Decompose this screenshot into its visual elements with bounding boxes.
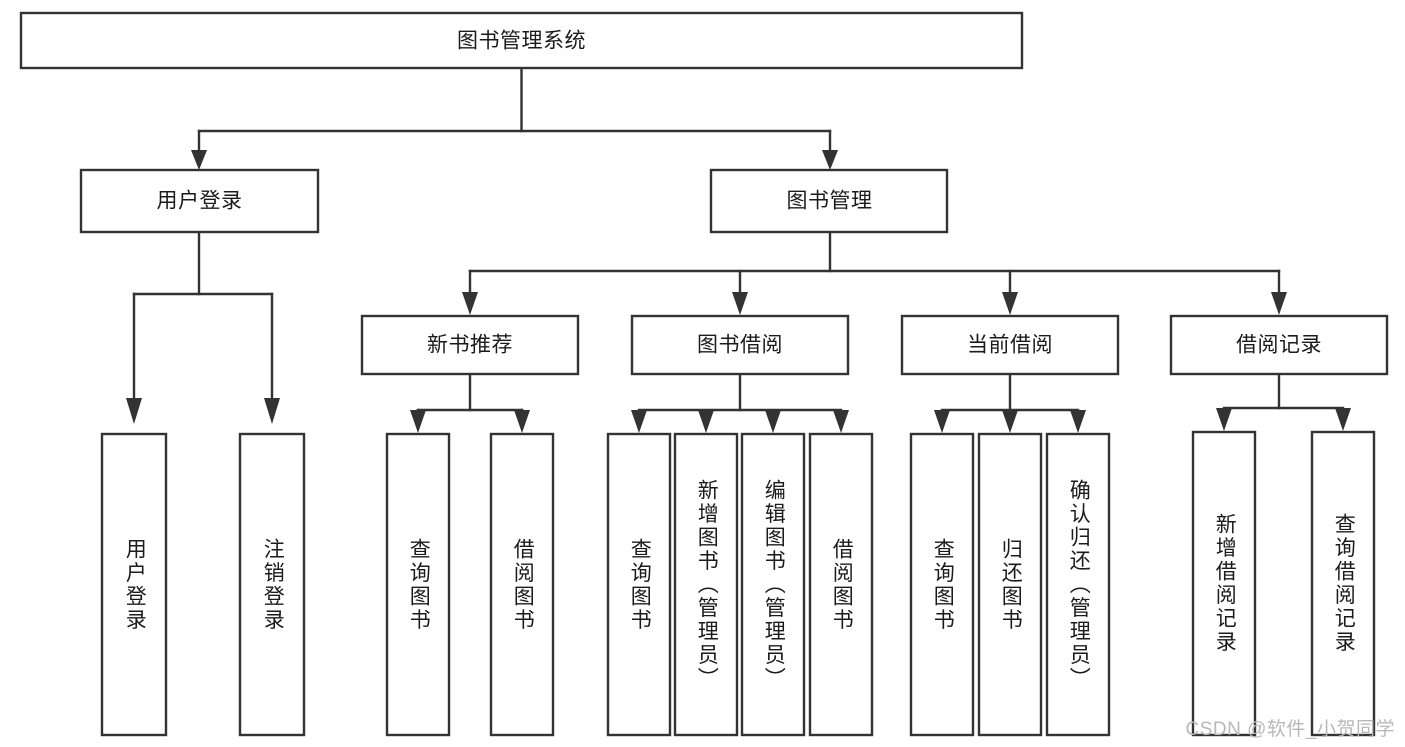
- arrow-head-user-login: [191, 150, 207, 170]
- leaf-box-cb-3[interactable]: [1045, 432, 1111, 737]
- arrow-head-leaf-br-1: [1216, 408, 1232, 431]
- arrow-head-leaf-bb-2: [698, 410, 714, 433]
- arrow-head-leaf-bb-3: [765, 410, 781, 433]
- node-root-system[interactable]: 图书管理系统: [19, 11, 1024, 70]
- leaf-box-cb-2[interactable]: [977, 432, 1043, 737]
- connectors-user-login-to-leaves: [126, 230, 280, 424]
- node-root-label: 图书管理系统: [457, 30, 586, 53]
- arrow-head-book-borrow: [732, 292, 748, 315]
- leaf-box-nbr-1[interactable]: [385, 432, 451, 737]
- connectors-book-borrow-to-leaves: [631, 372, 849, 433]
- arrow-head-leaf-cb-3: [1070, 410, 1086, 433]
- arrow-head-leaf-cb-2: [1002, 410, 1018, 433]
- arrow-head-new-book-recommend: [462, 292, 478, 315]
- arrow-head-leaf-br-2: [1335, 408, 1351, 431]
- arrow-head-borrow-record: [1271, 292, 1287, 315]
- leaf-box-bb-3[interactable]: [740, 432, 806, 737]
- node-borrow-record[interactable]: 借阅记录: [1169, 314, 1389, 376]
- leaf-box-cb-1[interactable]: [909, 432, 975, 737]
- connectors-borrow-record-to-leaves: [1216, 372, 1351, 431]
- node-book-borrow-box[interactable]: [630, 314, 850, 376]
- connectors-book-manage-to-level3: [462, 230, 1287, 315]
- leaf-box-user-login-1[interactable]: [100, 432, 168, 737]
- node-user-login-box[interactable]: [79, 168, 320, 234]
- connectors-root-to-level2: [191, 66, 838, 170]
- node-borrow-record-box[interactable]: [1169, 314, 1389, 376]
- node-root-box[interactable]: [19, 11, 1024, 70]
- connectors-current-borrow-to-leaves: [934, 372, 1086, 433]
- node-user-login-label: 用户登录: [157, 190, 243, 213]
- node-borrow-record-label: 借阅记录: [1236, 334, 1322, 357]
- leaf-box-br-1[interactable]: [1191, 430, 1257, 737]
- node-new-book-recommend-label: 新书推荐: [427, 334, 513, 357]
- connectors-new-book-recommend-to-leaves: [410, 372, 530, 433]
- arrow-head-leaf-bb-4: [833, 410, 849, 433]
- node-current-borrow-label: 当前借阅: [967, 334, 1053, 357]
- leaf-boxes-book-borrow: [606, 432, 874, 737]
- node-current-borrow[interactable]: 当前借阅: [900, 314, 1120, 376]
- leaf-boxes-user-login: [100, 432, 306, 737]
- leaf-box-nbr-2[interactable]: [489, 432, 555, 737]
- arrow-head-leaf-nbr-2: [514, 410, 530, 433]
- arrow-head-leaf-bb-1: [631, 410, 647, 433]
- arrow-head-leaf-user-login-1: [126, 398, 142, 424]
- node-book-manage[interactable]: 图书管理: [709, 168, 949, 234]
- leaf-boxes-current-borrow: [909, 432, 1111, 737]
- leaf-box-bb-4[interactable]: [808, 432, 874, 737]
- leaf-box-bb-1[interactable]: [606, 432, 672, 737]
- arrow-head-book-manage: [822, 150, 838, 170]
- leaf-box-br-2[interactable]: [1310, 430, 1376, 737]
- leaf-boxes-borrow-record: [1191, 430, 1376, 737]
- arrow-head-leaf-cb-1: [934, 410, 950, 433]
- node-user-login[interactable]: 用户登录: [79, 168, 320, 234]
- watermark-text: CSDN @软件_小贺同学: [1185, 719, 1395, 740]
- leaf-box-user-login-2[interactable]: [238, 432, 306, 737]
- node-book-manage-box[interactable]: [709, 168, 949, 234]
- node-book-borrow-label: 图书借阅: [697, 334, 783, 357]
- node-book-manage-label: 图书管理: [787, 190, 873, 213]
- leaf-boxes-new-book-recommend: [385, 432, 555, 737]
- arrow-head-leaf-nbr-1: [410, 410, 426, 433]
- node-new-book-recommend-box[interactable]: [360, 314, 580, 376]
- arrow-head-leaf-user-login-2: [264, 398, 280, 424]
- node-current-borrow-box[interactable]: [900, 314, 1120, 376]
- leaf-box-bb-2[interactable]: [673, 432, 739, 737]
- node-new-book-recommend[interactable]: 新书推荐: [360, 314, 580, 376]
- node-book-borrow[interactable]: 图书借阅: [630, 314, 850, 376]
- arrow-head-current-borrow: [1002, 292, 1018, 315]
